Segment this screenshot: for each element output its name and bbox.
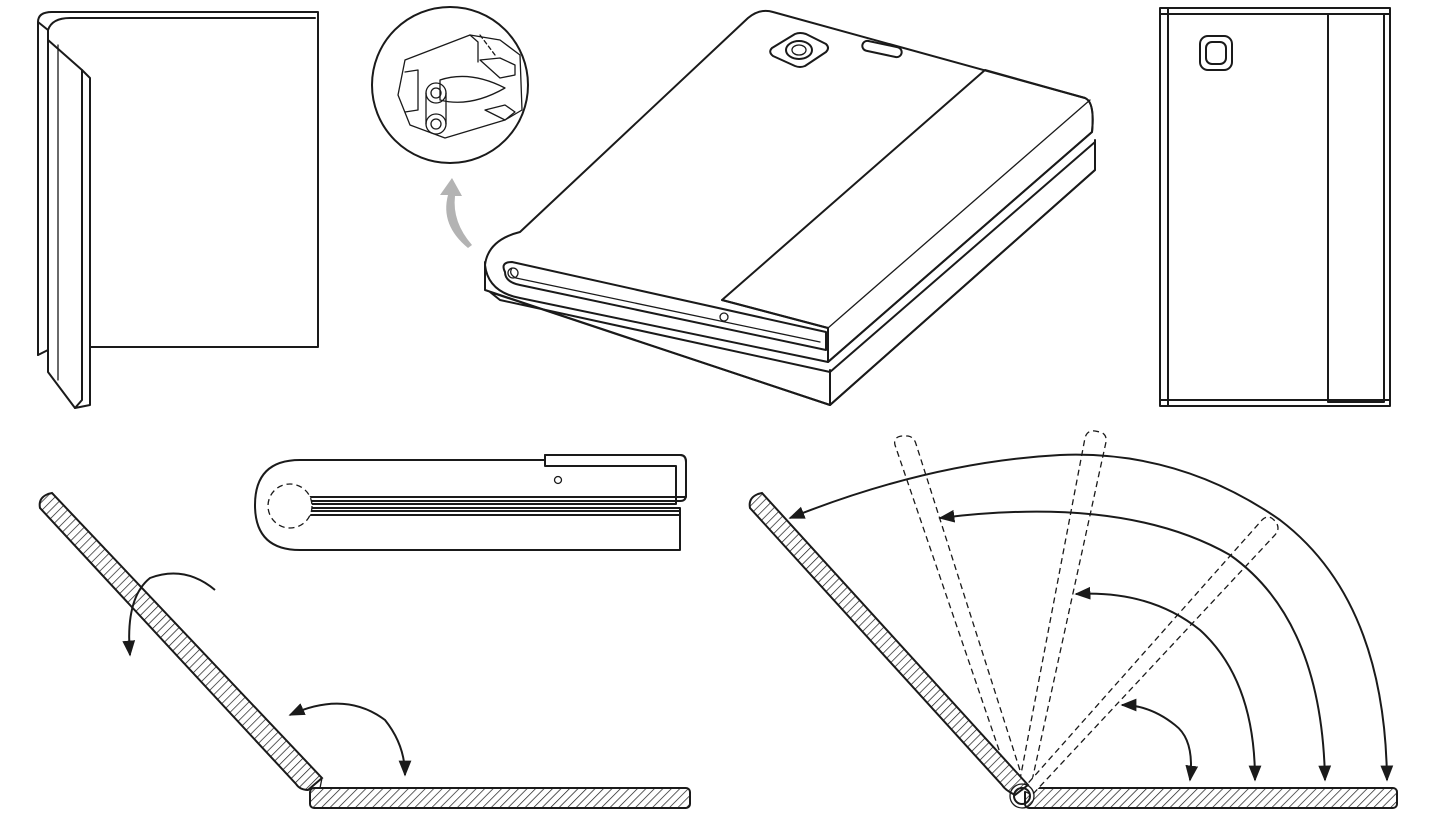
hinge-detail-magnifier xyxy=(371,6,529,248)
folded-device-side-view xyxy=(37,11,319,409)
hinge-mechanism-detail xyxy=(397,34,523,139)
hinge-cross-section xyxy=(254,454,687,551)
front-hole-icon xyxy=(719,312,729,322)
camera-icon xyxy=(769,32,829,68)
multi-angle-rotation-diagram xyxy=(748,430,1398,809)
folded-device-isometric-view xyxy=(484,9,1096,406)
camera-icon xyxy=(1199,35,1233,71)
folded-device-front-view xyxy=(1159,7,1391,407)
speaker-slot-icon xyxy=(861,39,903,59)
hinge-arrow-icon xyxy=(440,178,472,248)
panel-rotation-diagram xyxy=(38,491,691,809)
